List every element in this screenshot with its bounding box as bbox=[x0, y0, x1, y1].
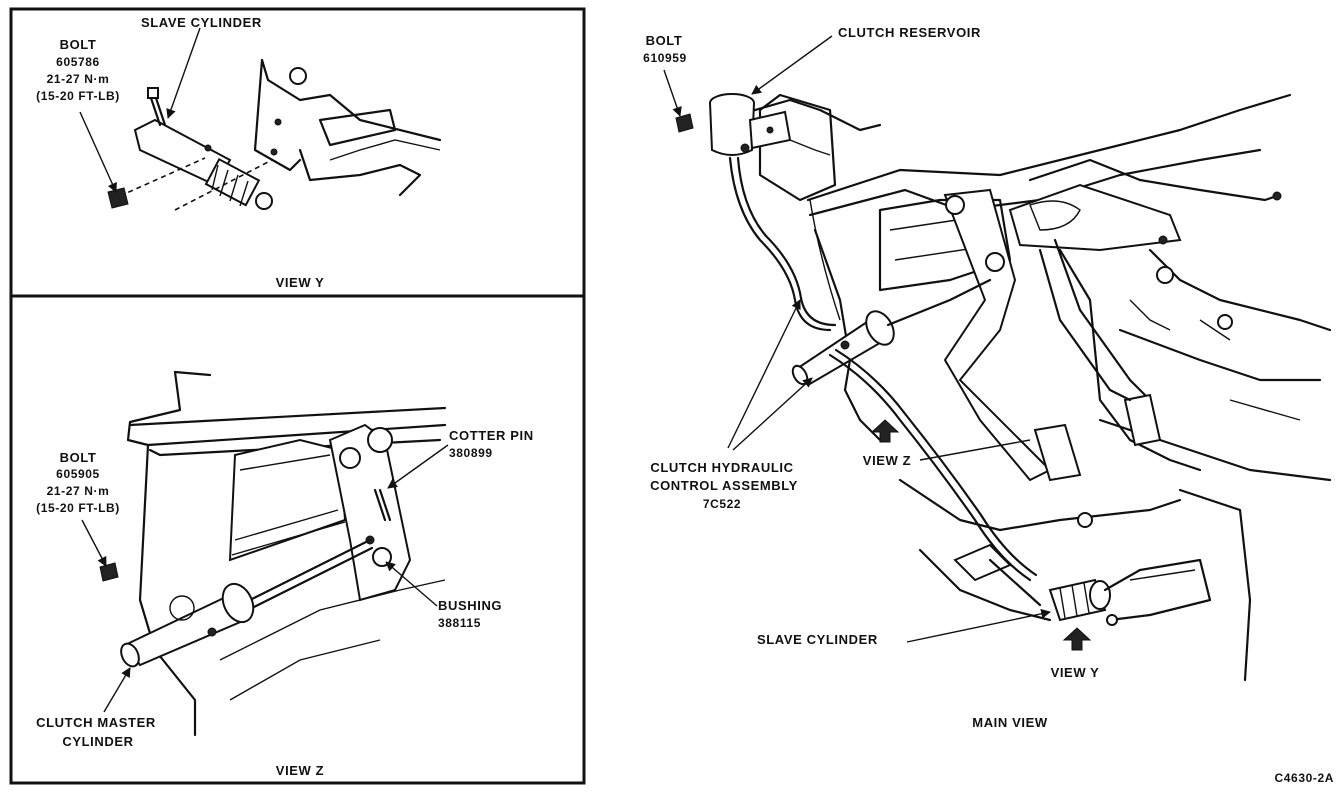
bushing-title: BUSHING bbox=[438, 598, 502, 613]
bolt-torque-nm: 21-27 N·m bbox=[47, 72, 110, 86]
view-z-bolt-label: BOLT 605905 21-27 N·m (15-20 FT-LB) bbox=[36, 450, 120, 515]
hydraulic-line2: CONTROL ASSEMBLY bbox=[650, 478, 798, 493]
hydraulic-number: 7C522 bbox=[703, 497, 741, 511]
main-bolt-label: BOLT 610959 bbox=[643, 33, 687, 65]
master-cylinder-line2: CYLINDER bbox=[62, 734, 133, 749]
view-z-master-cylinder-label: CLUTCH MASTER CYLINDER bbox=[36, 715, 156, 749]
bolt-number: 610959 bbox=[643, 51, 687, 65]
main-reservoir-label: CLUTCH RESERVOIR bbox=[838, 25, 981, 40]
main-hydraulic-label: CLUTCH HYDRAULIC CONTROL ASSEMBLY 7C522 bbox=[650, 460, 798, 511]
cotter-pin-title: COTTER PIN bbox=[449, 428, 534, 443]
master-cylinder-line1: CLUTCH MASTER bbox=[36, 715, 156, 730]
bolt-torque-nm: 21-27 N·m bbox=[47, 484, 110, 498]
main-view-y-marker-label: VIEW Y bbox=[1051, 665, 1100, 680]
view-y-title: VIEW Y bbox=[276, 275, 325, 290]
main-view-title: MAIN VIEW bbox=[972, 715, 1048, 730]
view-z-title: VIEW Z bbox=[276, 763, 324, 778]
view-y-frame bbox=[9, 7, 586, 298]
bolt-title: BOLT bbox=[60, 450, 97, 465]
bolt-title: BOLT bbox=[646, 33, 683, 48]
view-z-bushing-label: BUSHING 388115 bbox=[438, 598, 502, 630]
bolt-torque-ftlb: (15-20 FT-LB) bbox=[36, 89, 120, 103]
bolt-number: 605786 bbox=[56, 55, 100, 69]
view-y-slave-cylinder-label: SLAVE CYLINDER bbox=[141, 15, 262, 30]
hydraulic-line1: CLUTCH HYDRAULIC bbox=[650, 460, 793, 475]
main-view-illustration bbox=[675, 93, 1332, 682]
bolt-number: 605905 bbox=[56, 467, 100, 481]
view-y-illustration bbox=[107, 58, 442, 211]
bolt-torque-ftlb: (15-20 FT-LB) bbox=[36, 501, 120, 515]
bolt-title: BOLT bbox=[60, 37, 97, 52]
main-slave-cylinder-label: SLAVE CYLINDER bbox=[757, 632, 878, 647]
leader-lines bbox=[79, 27, 1051, 713]
main-view-z-marker-label: VIEW Z bbox=[863, 453, 911, 468]
cotter-pin-number: 380899 bbox=[449, 446, 493, 460]
view-z-illustration bbox=[99, 370, 447, 737]
view-z-frame bbox=[9, 294, 586, 785]
bushing-number: 388115 bbox=[438, 616, 481, 630]
view-z-cotter-pin-label: COTTER PIN 380899 bbox=[449, 428, 534, 460]
figure-code: C4630-2A bbox=[1275, 771, 1335, 785]
view-y-bolt-label: BOLT 605786 21-27 N·m (15-20 FT-LB) bbox=[36, 37, 120, 103]
